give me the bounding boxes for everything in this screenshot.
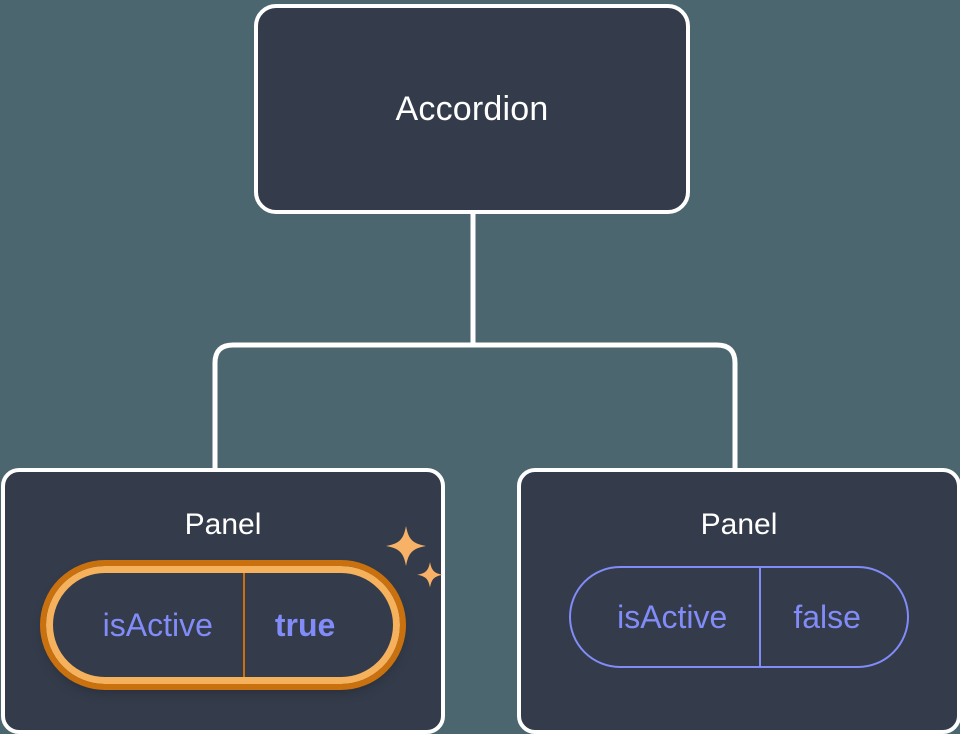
prop-value-label: false xyxy=(759,568,907,666)
edge-branch-left xyxy=(212,342,473,470)
node-accordion[interactable]: Accordion xyxy=(254,4,690,214)
edge-branch-right xyxy=(473,342,738,470)
prop-pill-isactive-true[interactable]: isActive true xyxy=(39,560,407,690)
prop-key-label: isActive xyxy=(617,599,728,635)
node-panel-right-title: Panel xyxy=(700,508,778,541)
node-panel-right[interactable]: Panel isActive false xyxy=(517,468,960,734)
node-accordion-title: Accordion xyxy=(395,90,549,128)
node-panel-left[interactable]: Panel isActive true xyxy=(1,468,445,734)
prop-pill-right-wrap: isActive false xyxy=(569,566,909,668)
prop-value-label: true xyxy=(242,573,393,677)
node-panel-left-title: Panel xyxy=(184,508,262,541)
prop-pill-left-wrap: isActive true xyxy=(39,526,444,690)
prop-pill-isactive-false[interactable]: isActive false xyxy=(569,566,909,668)
prop-key-label: isActive xyxy=(102,607,213,643)
